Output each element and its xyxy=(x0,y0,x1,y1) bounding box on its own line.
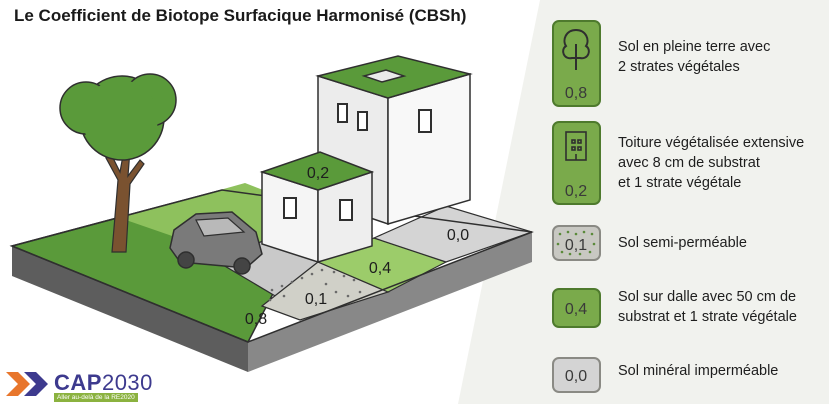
car-illustration xyxy=(169,211,263,275)
legend-chip-3: 0,4 xyxy=(552,288,601,328)
legend-value-2: 0,1 xyxy=(565,237,587,254)
semi-permeable-dots xyxy=(268,268,362,302)
legend-text-0: Sol en pleine terre avec 2 strates végét… xyxy=(618,37,770,77)
logo-name-b: 2030 xyxy=(101,370,153,395)
legend-panel xyxy=(458,0,829,404)
legend-text-4: Sol minéral imperméable xyxy=(618,361,778,381)
legend-text-3: Sol sur dalle avec 50 cm de substrat et … xyxy=(618,287,797,327)
green-roof-small xyxy=(259,151,375,191)
legend-line: Sol minéral imperméable xyxy=(618,363,779,379)
legend-value-4: 0,0 xyxy=(565,368,587,385)
zone-ground-label: 0,8 xyxy=(245,311,267,328)
dots-icon xyxy=(556,230,596,256)
tree-icon xyxy=(562,28,590,70)
legend-line: 2 strates végétales xyxy=(618,59,740,75)
roof-small-label: 0,2 xyxy=(307,165,329,182)
legend-chip-0: 0,8 xyxy=(552,20,601,107)
legend-line: Sol en pleine terre avec xyxy=(618,39,771,55)
legend-value-3: 0,4 xyxy=(565,301,587,318)
legend-text-1: Toiture végétalisée extensive avec 8 cm … xyxy=(618,133,804,193)
logo-tagline: Aller au-delà de la RE2020 xyxy=(54,393,138,402)
legend-value-1: 0,2 xyxy=(565,183,587,200)
legend-chip-4: 0,0 xyxy=(552,357,601,393)
legend-chip-2: 0,1 xyxy=(552,225,601,261)
legend-line: substrat et 1 strate végétale xyxy=(618,309,797,325)
logo-name: CAP2030 xyxy=(54,370,153,396)
tree-illustration xyxy=(59,73,177,253)
building-icon xyxy=(565,131,587,161)
small-building xyxy=(259,151,375,264)
legend-chip-1: 0,2 xyxy=(552,121,601,205)
legend-line: Sol semi-perméable xyxy=(618,235,747,251)
page-title: Le Coefficient de Biotope Surfacique Har… xyxy=(14,6,467,25)
zone-slab-label: 0,4 xyxy=(369,260,391,277)
legend-line: avec 8 cm de substrat xyxy=(618,155,760,171)
legend-line: et 1 strate végétale xyxy=(618,175,742,191)
logo-name-a: CAP xyxy=(54,370,102,395)
cap2030-logo-icon xyxy=(6,372,48,396)
legend-line: Sol sur dalle avec 50 cm de xyxy=(618,289,797,305)
legend-line: Toiture végétalisée extensive xyxy=(618,135,805,151)
zone-semi-label: 0,1 xyxy=(305,291,327,308)
zone-mineral-label: 0,0 xyxy=(447,227,469,244)
legend-value-0: 0,8 xyxy=(565,85,587,102)
legend-text-2: Sol semi-perméable xyxy=(618,233,747,253)
